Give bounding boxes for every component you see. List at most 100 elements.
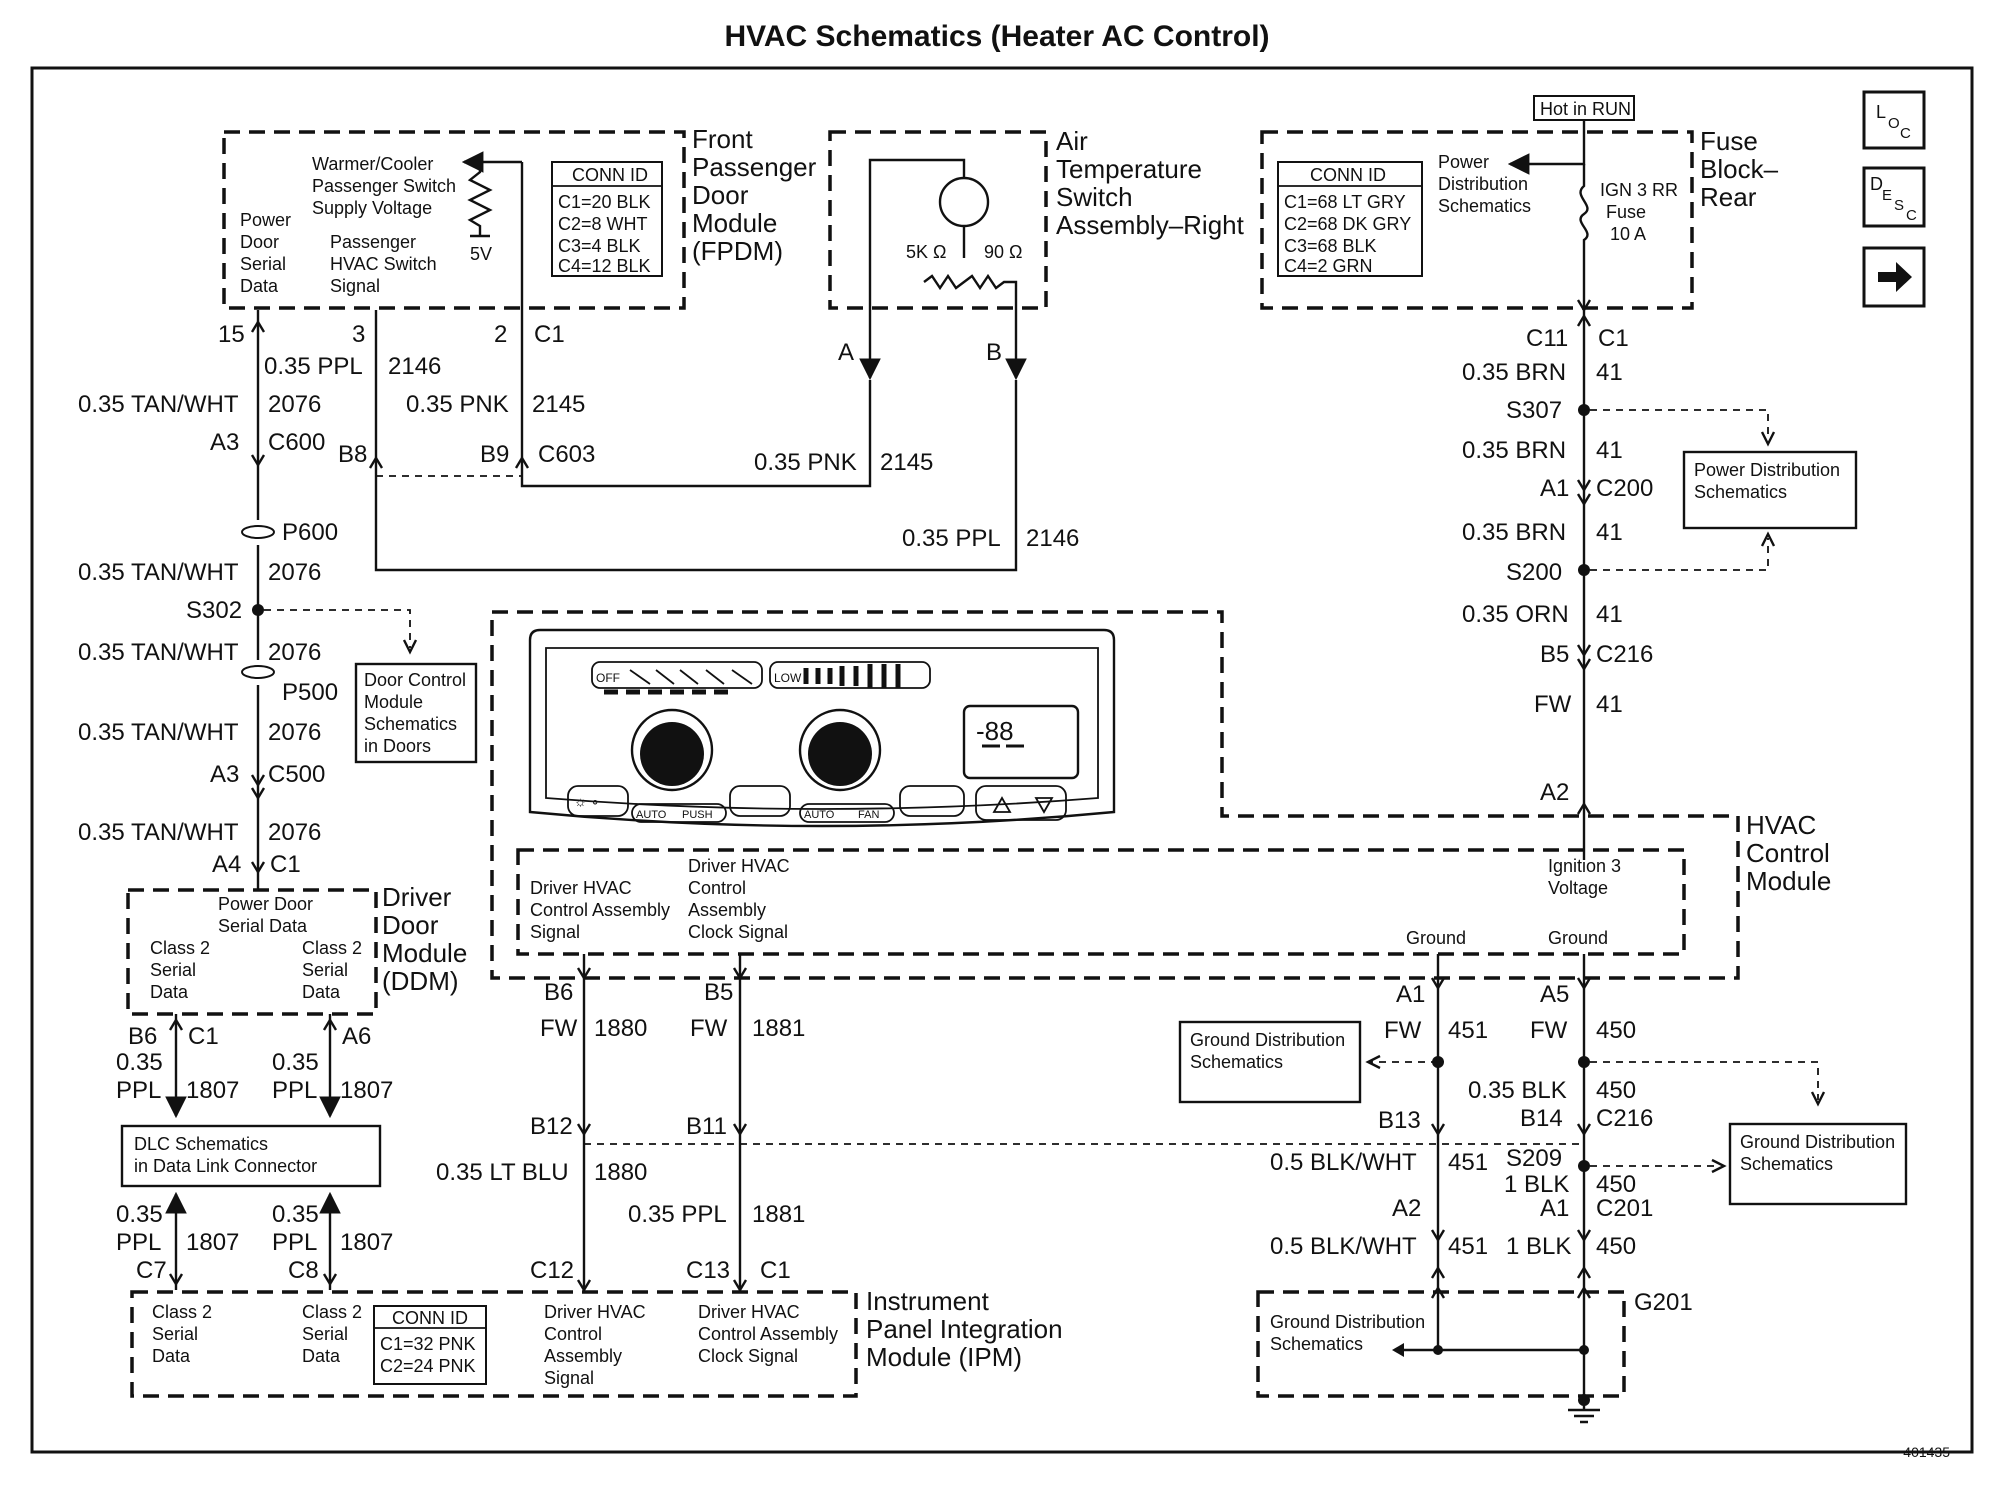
svg-text:41: 41 (1596, 691, 1623, 718)
svg-text:Fuse: Fuse (1700, 126, 1758, 156)
svg-text:0.35 PNK: 0.35 PNK (754, 449, 857, 476)
svg-text:PPL: PPL (116, 1229, 161, 1256)
page-title: HVAC Schematics (Heater AC Control) (724, 20, 1270, 53)
svg-text:Power: Power (240, 210, 291, 230)
svg-text:1807: 1807 (340, 1077, 393, 1104)
svg-text:LOW: LOW (774, 671, 802, 685)
svg-text:0.35: 0.35 (116, 1201, 163, 1228)
svg-text:C: C (1900, 125, 1911, 142)
svg-text:Module: Module (1746, 866, 1831, 896)
svg-text:Serial: Serial (302, 960, 348, 980)
left-wiring: 15 3 2 C1 0.35 PPL 2146 0.35 TAN/WHT 207… (78, 310, 1079, 890)
svg-text:B12: B12 (530, 1113, 573, 1140)
svg-text:C8: C8 (288, 1257, 319, 1284)
svg-text:B6: B6 (128, 1023, 157, 1050)
svg-text:B9: B9 (480, 441, 509, 468)
svg-text:Ground Distribution: Ground Distribution (1190, 1030, 1345, 1050)
svg-text:AUTO: AUTO (636, 809, 667, 821)
svg-text:S200: S200 (1506, 559, 1562, 586)
svg-text:1807: 1807 (186, 1077, 239, 1104)
svg-text:B6: B6 (544, 979, 573, 1006)
svg-text:PPL: PPL (272, 1077, 317, 1104)
svg-text:(FPDM): (FPDM) (692, 236, 783, 266)
svg-text:C2=24 PNK: C2=24 PNK (380, 1356, 476, 1376)
svg-text:AUTO: AUTO (804, 809, 835, 821)
svg-text:2145: 2145 (532, 391, 585, 418)
svg-text:B13: B13 (1378, 1107, 1421, 1134)
svg-text:0.35 LT BLU: 0.35 LT BLU (436, 1159, 569, 1186)
svg-text:Control: Control (544, 1324, 602, 1344)
svg-text:S302: S302 (186, 597, 242, 624)
svg-text:S: S (1894, 197, 1904, 214)
door-control-schematics-link[interactable]: Door Control Module Schematics in Doors (354, 662, 478, 764)
svg-text:0.35: 0.35 (272, 1201, 319, 1228)
right-power-wiring: Power Distribution Schematics C11 C1 0.3… (1462, 299, 1858, 815)
svg-text:C12: C12 (530, 1257, 574, 1284)
svg-text:B5: B5 (704, 979, 733, 1006)
svg-text:2076: 2076 (268, 819, 321, 846)
svg-text:Driver HVAC: Driver HVAC (688, 856, 790, 876)
svg-text:C1=20 BLK: C1=20 BLK (558, 192, 651, 212)
svg-text:C1=68 LT GRY: C1=68 LT GRY (1284, 192, 1406, 212)
svg-text:1880: 1880 (594, 1015, 647, 1042)
dlc-schematics-link[interactable]: DLC Schematics in Data Link Connector (120, 1124, 382, 1188)
svg-text:FW: FW (540, 1015, 578, 1042)
svg-text:Panel Integration: Panel Integration (866, 1314, 1063, 1344)
svg-text:Driver: Driver (382, 882, 452, 912)
svg-text:90 Ω: 90 Ω (984, 242, 1022, 262)
svg-text:HVAC Switch: HVAC Switch (330, 254, 437, 274)
svg-text:Switch: Switch (1056, 182, 1133, 212)
svg-text:Signal: Signal (544, 1368, 594, 1388)
svg-text:C600: C600 (268, 429, 325, 456)
svg-text:CONN ID: CONN ID (1310, 165, 1386, 185)
desc-button[interactable]: D E S C (1862, 166, 1926, 228)
svg-text:1881: 1881 (752, 1015, 805, 1042)
svg-text:451: 451 (1448, 1149, 1488, 1176)
svg-text:C200: C200 (1596, 475, 1653, 502)
svg-text:Signal: Signal (330, 276, 380, 296)
ipm-conn-id-table: CONN ID C1=32 PNK C2=24 PNK (373, 1305, 487, 1385)
svg-text:0.5 BLK/WHT: 0.5 BLK/WHT (1270, 1233, 1417, 1260)
svg-text:0.35 TAN/WHT: 0.35 TAN/WHT (78, 819, 239, 846)
svg-text:Door Control: Door Control (364, 670, 466, 690)
loc-button[interactable]: L O C (1862, 90, 1926, 150)
svg-text:10 A: 10 A (1610, 224, 1646, 244)
svg-text:C216: C216 (1596, 1105, 1653, 1132)
svg-text:0.35 TAN/WHT: 0.35 TAN/WHT (78, 719, 239, 746)
svg-text:450: 450 (1596, 1077, 1636, 1104)
svg-text:C1=32 PNK: C1=32 PNK (380, 1334, 476, 1354)
svg-text:-88: -88 (976, 716, 1014, 746)
svg-text:S307: S307 (1506, 397, 1562, 424)
svg-text:B11: B11 (686, 1113, 727, 1140)
ground-distribution-schematics-link-left[interactable]: Ground Distribution Schematics (1178, 1020, 1362, 1104)
svg-text:1880: 1880 (594, 1159, 647, 1186)
svg-text:Power: Power (1438, 152, 1489, 172)
power-distribution-schematics-link[interactable]: Power Distribution Schematics (1682, 450, 1858, 530)
svg-text:1 BLK: 1 BLK (1506, 1233, 1571, 1260)
svg-text:Assembly–Right: Assembly–Right (1056, 210, 1245, 240)
svg-text:2: 2 (494, 321, 507, 348)
next-arrow-button[interactable] (1862, 246, 1926, 308)
svg-text:0.35 TAN/WHT: 0.35 TAN/WHT (78, 559, 239, 586)
svg-text:Passenger: Passenger (330, 232, 416, 252)
ground-distribution-schematics-link-right[interactable]: Ground Distribution Schematics (1728, 1122, 1908, 1206)
svg-text:450: 450 (1596, 1017, 1636, 1044)
svg-text:Clock Signal: Clock Signal (688, 922, 788, 942)
svg-text:☼ ∘: ☼ ∘ (574, 793, 599, 809)
svg-text:Serial: Serial (302, 1324, 348, 1344)
svg-text:Voltage: Voltage (1548, 878, 1608, 898)
svg-text:C4=12 BLK: C4=12 BLK (558, 256, 651, 276)
svg-text:A3: A3 (210, 429, 239, 456)
svg-text:S209: S209 (1506, 1145, 1562, 1172)
svg-text:HVAC: HVAC (1746, 810, 1816, 840)
svg-text:0.35 BRN: 0.35 BRN (1462, 519, 1566, 546)
svg-text:450: 450 (1596, 1233, 1636, 1260)
svg-text:0.35: 0.35 (272, 1049, 319, 1076)
svg-text:OFF: OFF (596, 671, 620, 685)
svg-text:A5: A5 (1540, 981, 1569, 1008)
svg-text:PPL: PPL (272, 1229, 317, 1256)
svg-text:0.35 BLK: 0.35 BLK (1468, 1077, 1567, 1104)
svg-text:A1: A1 (1540, 1195, 1569, 1222)
svg-text:C: C (1906, 207, 1917, 224)
svg-text:5V: 5V (470, 244, 492, 264)
